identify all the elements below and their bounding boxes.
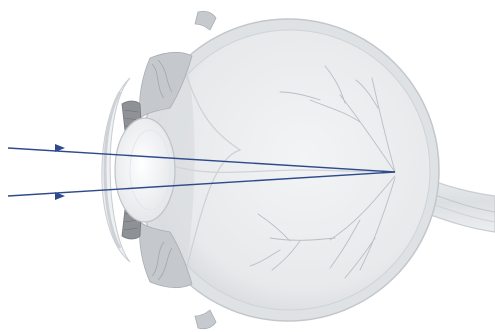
lens [115, 118, 175, 222]
